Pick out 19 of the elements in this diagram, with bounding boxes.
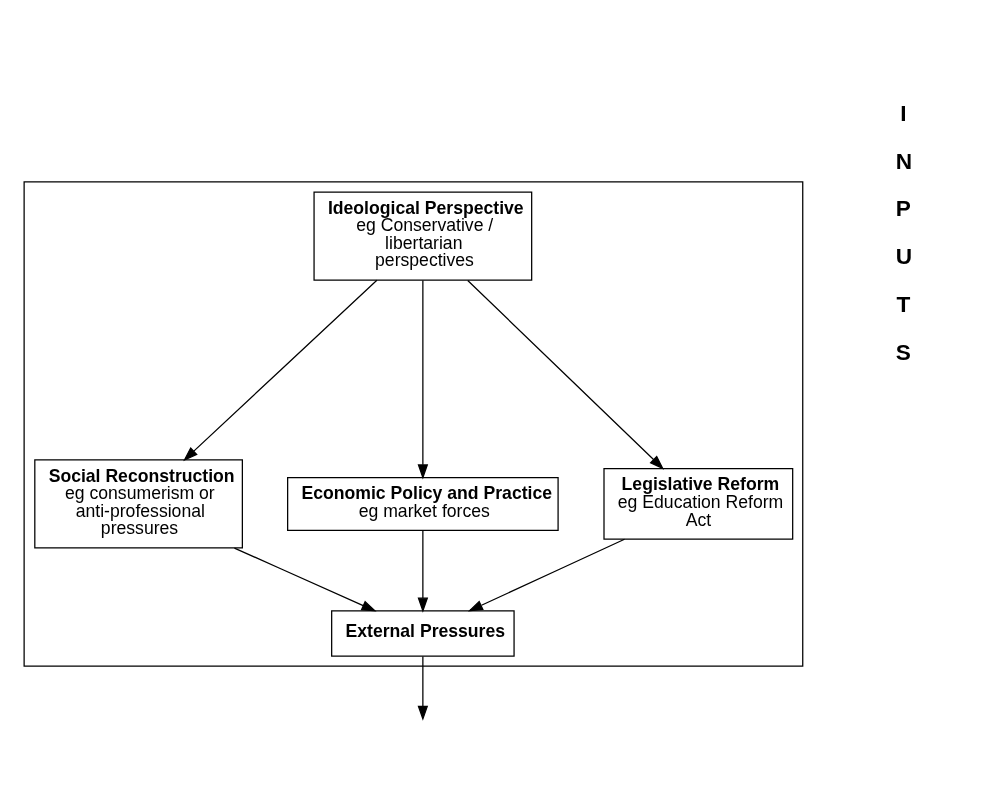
arrow (466, 279, 664, 470)
label: T (895, 292, 910, 318)
node-box: Social Reconstruction eg consumerism or anti-professional pressures (33, 459, 243, 549)
arrow (417, 530, 428, 613)
node-box: Legislative Reform eg Education Reform Act (602, 468, 793, 540)
label: I (899, 100, 907, 126)
node-box: Ideological Perspective eg Conservative / libertarian perspectives (312, 191, 532, 281)
node-box: External Pressures (330, 610, 515, 657)
label: N (895, 148, 912, 174)
label: P (895, 196, 911, 222)
arrow (467, 538, 625, 612)
node-box: Economic Policy and Practice eg market forces (286, 476, 559, 531)
cluster (23, 181, 803, 667)
arrow (417, 279, 428, 480)
arrow (233, 547, 377, 612)
arrow (182, 279, 377, 462)
label: S (895, 339, 911, 365)
label: U (895, 244, 912, 270)
arrow (417, 655, 428, 721)
